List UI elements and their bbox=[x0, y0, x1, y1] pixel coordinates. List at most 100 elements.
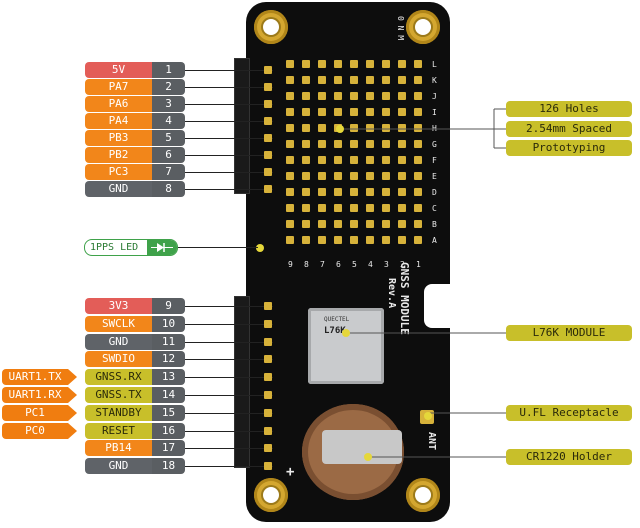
pin-name-6: PB2 bbox=[85, 147, 152, 163]
row-letter: B bbox=[432, 220, 437, 229]
proto-hole bbox=[302, 188, 310, 196]
module-brand: QUECTEL bbox=[324, 316, 350, 323]
pin-header-top bbox=[234, 58, 250, 194]
proto-hole bbox=[398, 124, 406, 132]
proto-hole bbox=[366, 188, 374, 196]
proto-hole bbox=[382, 76, 390, 84]
column-number: 7 bbox=[320, 260, 325, 269]
pin-number-3: 3 bbox=[152, 96, 185, 112]
row-letter: C bbox=[432, 204, 437, 213]
proto-hole bbox=[382, 124, 390, 132]
proto-hole bbox=[398, 172, 406, 180]
pin-wire-15 bbox=[185, 412, 273, 414]
proto-hole bbox=[366, 60, 374, 68]
proto-hole bbox=[318, 204, 326, 212]
column-number: 9 bbox=[288, 260, 293, 269]
proto-hole bbox=[398, 204, 406, 212]
proto-hole bbox=[286, 60, 294, 68]
proto-hole bbox=[334, 140, 342, 148]
pin-number-16: 16 bbox=[152, 422, 185, 439]
pin-wire-11 bbox=[185, 341, 273, 343]
proto-hole bbox=[382, 236, 390, 244]
proto-hole bbox=[414, 76, 422, 84]
proto-hole bbox=[382, 188, 390, 196]
proto-hole bbox=[318, 236, 326, 244]
proto-hole bbox=[302, 220, 310, 228]
header-pad-5 bbox=[264, 134, 272, 142]
proto-hole bbox=[286, 156, 294, 164]
pin-alt-arrow-15 bbox=[68, 404, 77, 421]
column-number: 3 bbox=[384, 260, 389, 269]
proto-hole bbox=[302, 172, 310, 180]
proto-hole bbox=[318, 92, 326, 100]
pin-alt-14: UART1.RX bbox=[2, 387, 68, 403]
row-letter: G bbox=[432, 140, 437, 149]
proto-hole bbox=[302, 156, 310, 164]
proto-hole bbox=[398, 236, 406, 244]
top-marks: 0 N M bbox=[396, 16, 405, 41]
pin-name-2: PA7 bbox=[85, 79, 152, 95]
pps-led-text: 1PPS LED bbox=[90, 242, 139, 253]
proto-hole bbox=[350, 172, 358, 180]
proto-hole bbox=[398, 92, 406, 100]
proto-hole bbox=[286, 188, 294, 196]
pin-number-1: 1 bbox=[152, 62, 185, 78]
pps-led-wire bbox=[178, 247, 258, 248]
callout-spacing: 2.54mm Spaced bbox=[506, 121, 632, 137]
header-pad-15 bbox=[264, 408, 272, 417]
proto-hole bbox=[302, 236, 310, 244]
row-letter: F bbox=[432, 156, 437, 165]
proto-hole bbox=[398, 60, 406, 68]
proto-hole bbox=[350, 156, 358, 164]
proto-hole bbox=[334, 156, 342, 164]
proto-hole bbox=[366, 140, 374, 148]
pin-number-12: 12 bbox=[152, 351, 185, 368]
proto-hole bbox=[286, 92, 294, 100]
proto-hole bbox=[366, 204, 374, 212]
proto-hole bbox=[334, 92, 342, 100]
pin-name-14: GNSS.TX bbox=[85, 387, 152, 403]
pin-name-17: PB14 bbox=[85, 440, 152, 457]
header-pad-8 bbox=[264, 185, 272, 193]
callout-module: L76K MODULE bbox=[506, 325, 632, 341]
proto-hole bbox=[414, 220, 422, 228]
callout-ufl: U.FL Receptacle bbox=[506, 405, 632, 421]
pin-alt-arrow-14 bbox=[68, 387, 77, 403]
proto-hole bbox=[350, 60, 358, 68]
proto-hole bbox=[366, 76, 374, 84]
pin-wire-17 bbox=[185, 448, 273, 450]
pin-wire-7 bbox=[185, 172, 273, 173]
proto-hole bbox=[414, 188, 422, 196]
proto-hole bbox=[302, 204, 310, 212]
proto-hole bbox=[318, 220, 326, 228]
pin-name-9: 3V3 bbox=[85, 298, 152, 314]
proto-hole bbox=[302, 60, 310, 68]
pin-alt-15: PC1 bbox=[2, 404, 68, 421]
pin-name-18: GND bbox=[85, 458, 152, 475]
proto-hole bbox=[334, 60, 342, 68]
proto-hole bbox=[286, 172, 294, 180]
pin-alt-16: PC0 bbox=[2, 422, 68, 439]
pin-number-10: 10 bbox=[152, 315, 185, 332]
pin-wire-12 bbox=[185, 359, 273, 361]
pin-name-12: SWDIO bbox=[85, 351, 152, 368]
pin-number-4: 4 bbox=[152, 113, 185, 129]
proto-hole bbox=[366, 108, 374, 116]
pin-name-4: PA4 bbox=[85, 113, 152, 129]
proto-hole bbox=[318, 108, 326, 116]
proto-hole bbox=[382, 204, 390, 212]
pin-number-13: 13 bbox=[152, 369, 185, 386]
proto-hole bbox=[414, 236, 422, 244]
proto-hole bbox=[414, 204, 422, 212]
battery-plus-label: + bbox=[286, 464, 295, 480]
proto-hole bbox=[334, 220, 342, 228]
proto-hole bbox=[382, 108, 390, 116]
column-number: 1 bbox=[416, 260, 421, 269]
pin-wire-8 bbox=[185, 189, 273, 190]
led-symbol-icon bbox=[147, 240, 177, 255]
proto-hole bbox=[398, 140, 406, 148]
proto-hole bbox=[366, 236, 374, 244]
proto-hole bbox=[366, 92, 374, 100]
pin-number-2: 2 bbox=[152, 79, 185, 95]
